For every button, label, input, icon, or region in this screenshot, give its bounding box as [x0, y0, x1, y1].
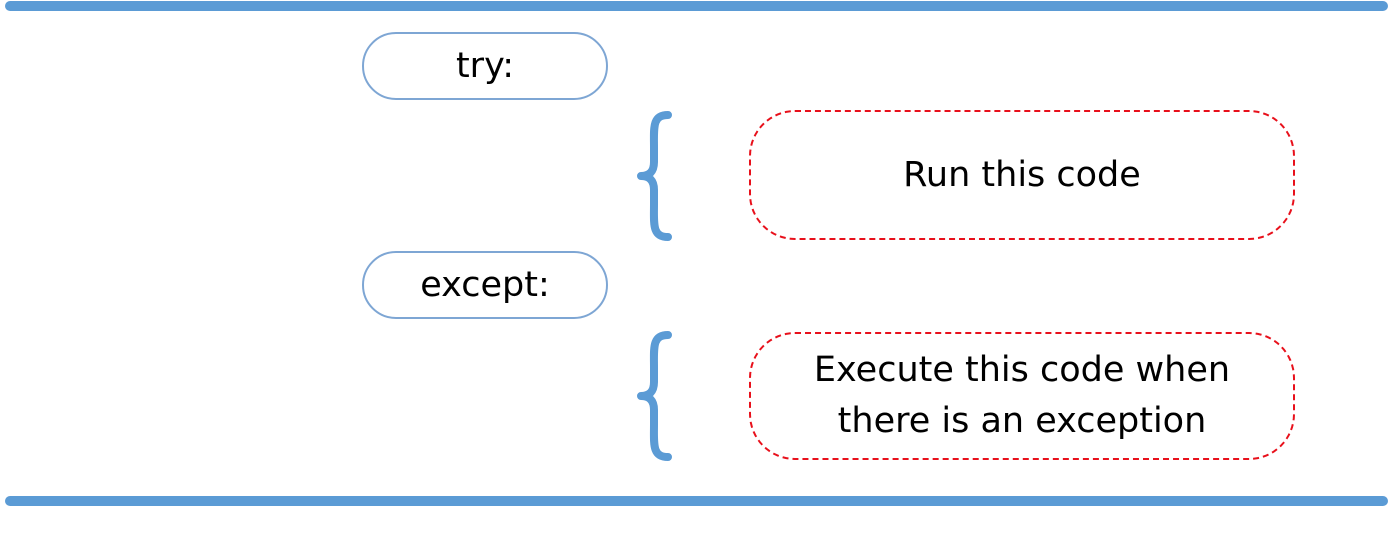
left-curly-brace-icon [637, 331, 672, 461]
except-body-text: Execute this code when there is an excep… [814, 345, 1230, 447]
try-label: try: [455, 46, 515, 86]
try-body-box: Run this code [749, 110, 1295, 240]
top-rule [5, 1, 1388, 11]
except-body-line: Execute this code when [813, 350, 1231, 391]
except-label: except: [420, 265, 550, 305]
try-body-text: Run this code [903, 154, 1141, 195]
except-body-line: there is an exception [837, 401, 1207, 441]
left-curly-brace-icon [637, 111, 672, 241]
bottom-rule [5, 496, 1388, 506]
except-keyword-box: except: [362, 251, 608, 319]
try-keyword-box: try: [362, 32, 608, 100]
except-body-box: Execute this code when there is an excep… [749, 332, 1295, 460]
